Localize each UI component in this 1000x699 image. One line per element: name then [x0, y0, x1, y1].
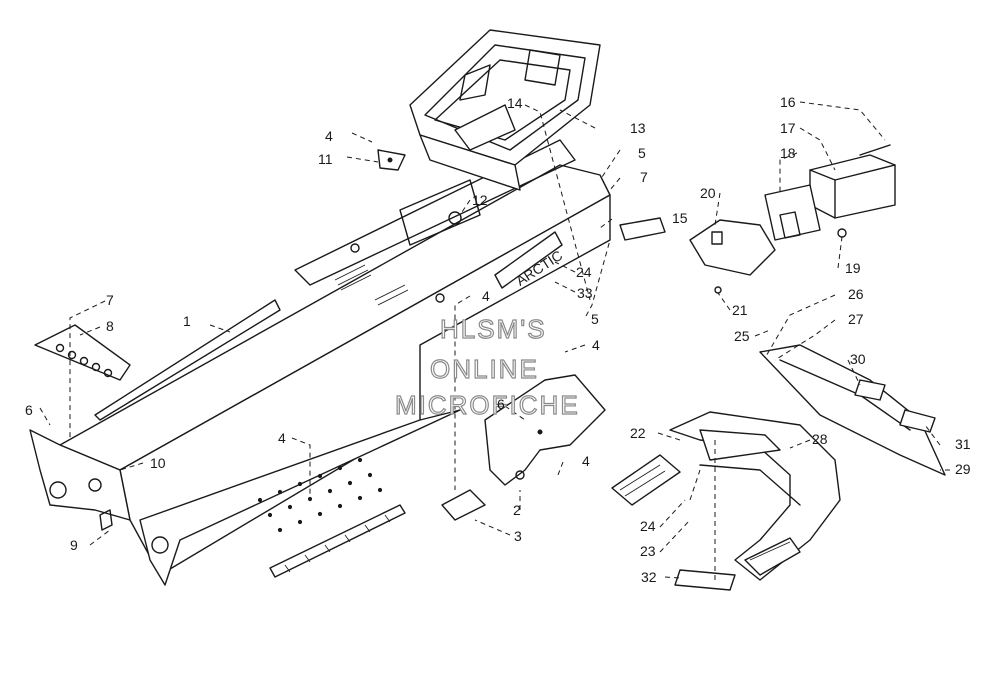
callout-8: 8: [106, 318, 114, 334]
watermark: HLSM'S ONLINE MICROFICHE: [394, 313, 580, 420]
front-bracket-8: [34, 324, 131, 381]
running-board-holes: [257, 457, 383, 533]
callout-24: 24: [640, 518, 656, 534]
callout-18: 18: [780, 145, 796, 161]
rear-bumper-22: [611, 411, 841, 581]
callout-29: 29: [955, 461, 971, 477]
rear-rack: [409, 29, 601, 191]
callout-15: 15: [672, 210, 688, 226]
callout-17: 17: [780, 120, 796, 136]
callout-7: 7: [106, 292, 114, 308]
callout-9: 9: [70, 537, 78, 553]
callout-4: 4: [325, 128, 333, 144]
leader-lines: [39, 101, 950, 580]
snowflap-29: [759, 344, 946, 476]
hinge-bracket-11: [377, 149, 406, 171]
callout-26: 26: [848, 286, 864, 302]
callout-19: 19: [845, 260, 861, 276]
callout-labels: 1 2 3 4 4 4 4 4 5 5 6 6 7 7 8 9 10 11 12…: [25, 94, 971, 585]
callout-24: 24: [576, 264, 592, 280]
callout-27: 27: [848, 311, 864, 327]
callout-22: 22: [630, 425, 646, 441]
watermark-line-3: MICROFICHE: [395, 390, 580, 420]
callout-25: 25: [734, 328, 750, 344]
callout-32: 32: [641, 569, 657, 585]
callout-1: 1: [183, 313, 191, 329]
callout-31: 31: [955, 436, 971, 452]
callout-7: 7: [640, 169, 648, 185]
callout-11: 11: [318, 151, 333, 167]
callout-6: 6: [497, 396, 505, 412]
callout-4: 4: [482, 288, 490, 304]
side-bracket-2: [484, 374, 606, 486]
watermark-line-2: ONLINE: [430, 354, 539, 384]
callout-5: 5: [591, 311, 599, 327]
callout-6: 6: [25, 402, 33, 418]
callout-23: 23: [640, 543, 656, 559]
plate-3: [441, 489, 486, 521]
tunnel-assembly: ARCTIC: [29, 139, 611, 586]
watermark-line-1: HLSM'S: [440, 314, 547, 344]
callout-21: 21: [732, 302, 748, 318]
callout-16: 16: [780, 94, 796, 110]
clip-9: [99, 509, 113, 531]
callout-4: 4: [592, 337, 600, 353]
callout-20: 20: [700, 185, 716, 201]
callout-10: 10: [150, 455, 166, 471]
callout-3: 3: [514, 528, 522, 544]
callout-4: 4: [582, 453, 590, 469]
callout-12: 12: [472, 192, 488, 208]
callout-4: 4: [278, 430, 286, 446]
callout-13: 13: [630, 120, 646, 136]
taillight-assembly: [619, 144, 896, 294]
callout-28: 28: [812, 431, 828, 447]
callout-2: 2: [513, 502, 521, 518]
callout-14: 14: [507, 95, 523, 111]
callout-5: 5: [638, 145, 646, 161]
callout-33: 33: [577, 285, 593, 301]
decal-32: [674, 569, 736, 591]
callout-30: 30: [850, 351, 866, 367]
